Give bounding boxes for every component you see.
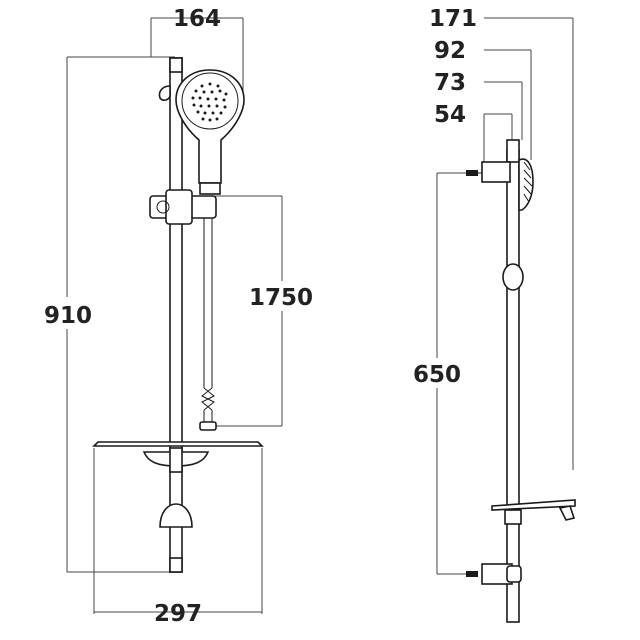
dimension-bracket-depth: 54 xyxy=(434,102,513,164)
total-height-label: 910 xyxy=(44,303,92,329)
upper-screw-icon xyxy=(466,170,478,176)
bracket-spacing-label: 650 xyxy=(413,362,461,388)
dimension-hose-length: 1750 xyxy=(215,195,314,427)
dimension-head-depth: 92 xyxy=(434,38,532,160)
side-shower-head xyxy=(518,158,534,211)
head-hook xyxy=(158,85,171,101)
front-view: 164 910 1750 297 xyxy=(44,6,314,627)
spray-nozzles xyxy=(191,82,228,122)
bracket-depth-label: 54 xyxy=(434,102,466,128)
riser-rail xyxy=(169,57,183,573)
rail-bottom-cap xyxy=(169,557,183,573)
shelf-width-label: 297 xyxy=(154,601,202,627)
total-depth-label: 171 xyxy=(429,6,477,32)
lower-wall-bracket xyxy=(159,503,193,528)
slider-bracket xyxy=(149,189,217,225)
side-rail-top-cap xyxy=(506,139,520,163)
dimension-head-width: 164 xyxy=(150,6,244,100)
shower-hose xyxy=(199,218,217,431)
dimension-total-depth: 171 xyxy=(429,6,574,470)
side-lower-bracket xyxy=(481,563,522,585)
hose-nut xyxy=(199,421,217,431)
dimension-total-height: 910 xyxy=(44,56,175,573)
dimension-shelf-width: 297 xyxy=(93,448,263,627)
lower-screw-icon xyxy=(466,571,478,577)
rail-top-cap xyxy=(169,57,183,73)
hose-length-label: 1750 xyxy=(249,285,313,311)
dimension-bracket-spacing: 650 xyxy=(408,172,478,575)
side-upper-bracket xyxy=(478,161,511,183)
head-depth-label: 92 xyxy=(434,38,466,64)
dimension-slider-depth: 73 xyxy=(434,70,523,140)
handle-connector xyxy=(199,182,221,195)
soap-shelf xyxy=(92,441,264,473)
head-width-label: 164 xyxy=(173,6,221,32)
side-riser-rail xyxy=(506,149,520,623)
side-view: 171 92 73 54 650 xyxy=(408,6,576,623)
hand-shower-head xyxy=(175,69,245,195)
side-soap-shelf xyxy=(491,499,576,525)
side-slider xyxy=(502,263,524,291)
slider-depth-label: 73 xyxy=(434,70,466,96)
